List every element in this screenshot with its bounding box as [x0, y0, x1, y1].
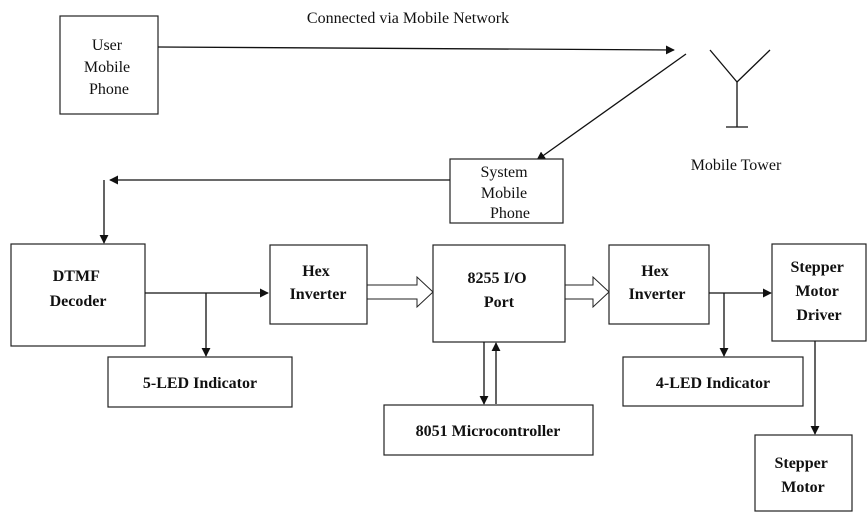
hex-inverter-2-line-2: Inverter	[629, 286, 686, 303]
mcu-label: 8051 Microcontroller	[416, 423, 561, 440]
hex-inverter-2-block: Hex Inverter	[608, 244, 710, 325]
hex-inverter-1-line-2: Inverter	[290, 286, 347, 303]
hex-inverter-2-line-1: Hex	[641, 263, 669, 280]
mobile-tower-label: Mobile Tower	[691, 157, 782, 174]
arrow-tower-to-system-phone	[536, 53, 687, 161]
bus-arrow-io-port-to-hex2	[565, 275, 610, 309]
stepper-driver-line-2: Motor	[795, 283, 838, 300]
svg-text:User Mobile Phone: User Mobile Phone	[84, 37, 134, 98]
svg-text:Stepper Motor: Stepper Motor	[774, 455, 831, 496]
hex-inverter-1-block: Hex Inverter	[269, 244, 368, 325]
led-5-indicator-block: 5-LED Indicator	[107, 356, 293, 408]
stepper-motor-line-1: Stepper	[774, 455, 827, 472]
system-phone-line-3: Phone	[490, 205, 530, 222]
svg-text:8255 I/O Port: 8255 I/O Port	[467, 270, 530, 311]
svg-text:DTMF Decoder: DTMF Decoder	[50, 268, 107, 310]
io-port-line-2: Port	[484, 294, 515, 311]
stepper-motor-driver-block: Stepper Motor Driver	[771, 243, 867, 342]
stepper-driver-line-3: Driver	[796, 307, 841, 324]
stepper-motor-block: Stepper Motor	[754, 434, 853, 512]
svg-text:Hex Inverter: Hex Inverter	[629, 263, 686, 303]
network-caption: Connected via Mobile Network	[307, 10, 509, 27]
dtmf-line-2: Decoder	[50, 293, 107, 310]
hex-inverter-1-line-1: Hex	[302, 263, 330, 280]
microcontroller-8051-block: 8051 Microcontroller	[383, 404, 594, 456]
bus-arrow-hex1-to-io-port	[367, 275, 434, 309]
system-mobile-phone-block: System Mobile Phone	[449, 158, 564, 224]
mobile-tower-icon	[709, 49, 771, 128]
system-phone-line-2: Mobile	[481, 185, 527, 202]
stepper-driver-line-1: Stepper	[790, 259, 843, 276]
user-phone-line-1: User	[92, 37, 123, 54]
user-phone-line-2: Mobile	[84, 59, 130, 76]
svg-text:Hex Inverter: Hex Inverter	[290, 263, 347, 303]
user-mobile-phone-block: User Mobile Phone	[59, 15, 159, 115]
svg-text:System Mobile Phon: System Mobile Phone	[480, 164, 531, 222]
arrow-user-to-tower	[157, 45, 675, 55]
io-port-8255-block: 8255 I/O Port	[432, 244, 566, 343]
svg-text:Stepper Motor Driv: Stepper Motor Driver	[790, 259, 847, 324]
system-phone-line-1: System	[480, 164, 528, 181]
user-phone-line-3: Phone	[89, 81, 129, 98]
led-4-label: 4-LED Indicator	[656, 375, 770, 392]
led-4-indicator-block: 4-LED Indicator	[622, 356, 804, 407]
dtmf-decoder-block: DTMF Decoder	[10, 243, 146, 347]
io-port-line-1: 8255 I/O	[467, 270, 526, 287]
dtmf-line-1: DTMF	[53, 268, 100, 285]
led-5-label: 5-LED Indicator	[143, 375, 257, 392]
stepper-motor-line-2: Motor	[781, 479, 825, 496]
